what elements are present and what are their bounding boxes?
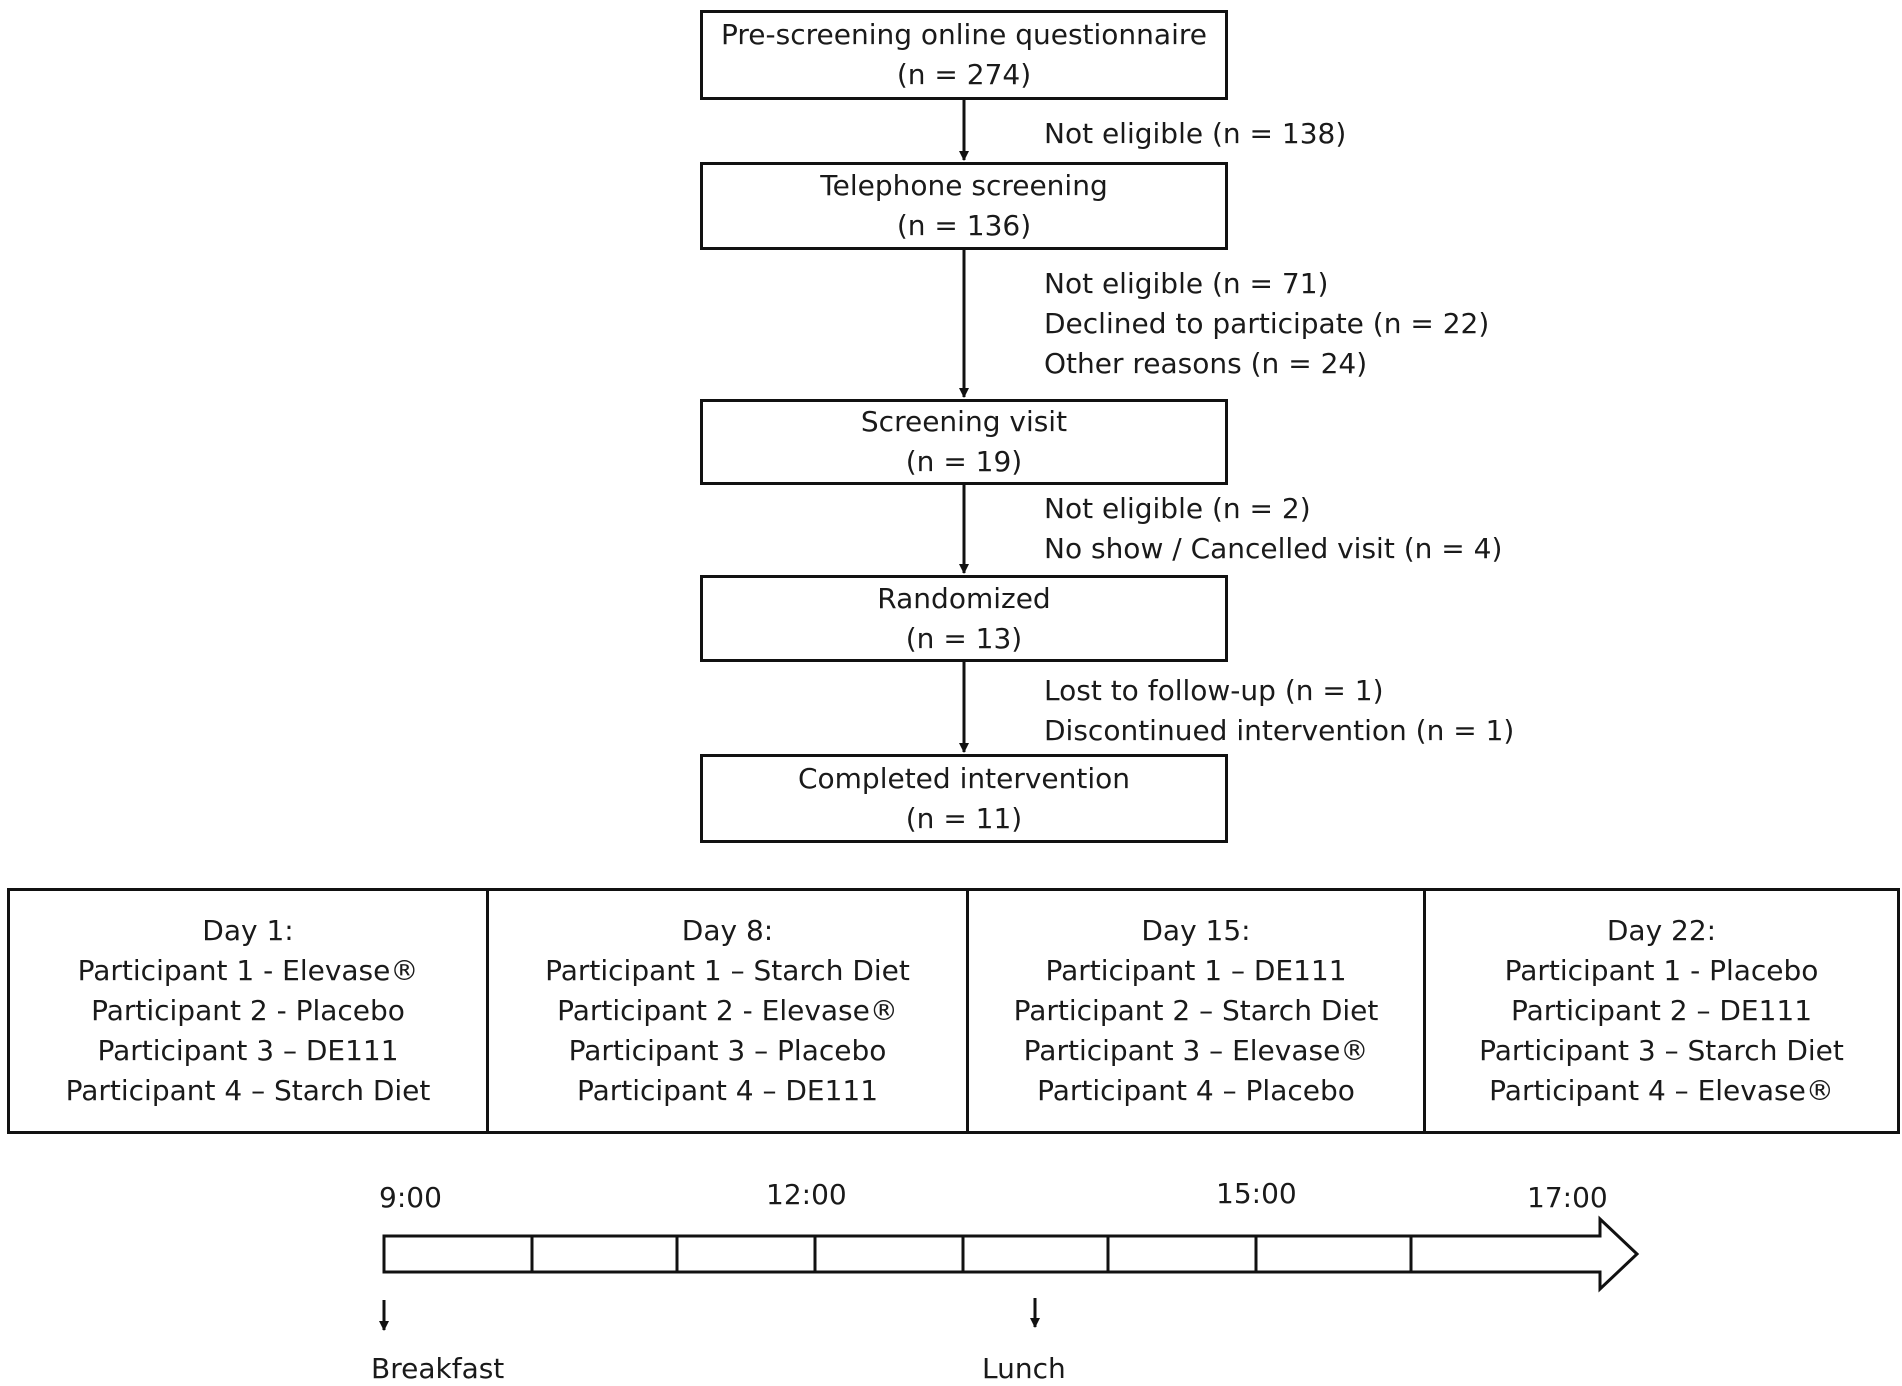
flow-box-randomized: Randomized (n = 13) [700, 575, 1228, 662]
exclusion-line: Not eligible (n = 71) [1044, 267, 1329, 300]
exclusion-line: Discontinued intervention (n = 1) [1044, 714, 1515, 747]
day-row: Participant 3 – Starch Diet [1479, 1034, 1844, 1067]
day-row: Participant 3 – Placebo [568, 1034, 887, 1067]
flow-box-count: (n = 19) [905, 445, 1023, 478]
day-row: Participant 3 – Elevase® [1023, 1034, 1369, 1067]
schedule-table: Day 1: Participant 1 - Elevase® Particip… [7, 888, 1900, 1134]
flow-box-title: Screening visit [860, 405, 1068, 438]
day-cell-4: Day 22: Participant 1 - Placebo Particip… [1426, 891, 1897, 1131]
exclusion-line: Not eligible (n = 2) [1044, 492, 1311, 525]
day-row: Participant 1 – DE111 [1045, 954, 1347, 987]
day-label: Day 22: [1606, 914, 1717, 947]
flow-box-telephone: Telephone screening (n = 136) [700, 162, 1228, 250]
timeline-arrow [382, 1215, 1640, 1293]
flow-box-completed: Completed intervention (n = 11) [700, 754, 1228, 843]
day-row: Participant 4 – Elevase® [1489, 1074, 1834, 1107]
day-row: Participant 4 – DE111 [576, 1074, 879, 1107]
day-row: Participant 2 - Elevase® [557, 994, 898, 1027]
time-label-1700: 17:00 [1527, 1181, 1608, 1214]
time-label-0900: 9:00 [379, 1181, 442, 1214]
day-row: Participant 2 – Starch Diet [1013, 994, 1379, 1027]
flow-box-count: (n = 13) [905, 621, 1023, 655]
day-label: Day 15: [1141, 914, 1251, 947]
day-label: Day 8: [681, 914, 774, 947]
event-label-breakfast: Breakfast [371, 1352, 505, 1385]
exclusion-line: Not eligible (n = 138) [1044, 117, 1347, 150]
flow-box-count: (n = 11) [905, 801, 1023, 835]
exclusion-line: Other reasons (n = 24) [1044, 347, 1368, 380]
day-row: Participant 1 - Placebo [1504, 954, 1819, 987]
flow-box-title: Completed intervention [797, 761, 1131, 795]
meal-arrows [379, 1298, 1040, 1331]
flow-box-count: (n = 274) [896, 58, 1032, 91]
flow-box-screening-visit: Screening visit (n = 19) [700, 399, 1228, 485]
exclusion-line: No show / Cancelled visit (n = 4) [1044, 532, 1503, 565]
flow-box-title: Telephone screening [820, 169, 1108, 202]
day-row: Participant 2 - Placebo [91, 994, 405, 1027]
exclusion-note-3: Not eligible (n = 2) No show / Cancelled… [1044, 489, 1502, 569]
event-label-lunch: Lunch [982, 1352, 1066, 1385]
day-row: Participant 4 – Placebo [1037, 1074, 1355, 1107]
time-label-1500: 15:00 [1216, 1177, 1297, 1210]
exclusion-line: Lost to follow-up (n = 1) [1044, 674, 1384, 707]
flow-box-count: (n = 136) [896, 209, 1032, 242]
exclusion-note-2: Not eligible (n = 71) Declined to partic… [1044, 264, 1489, 384]
exclusion-note-1: Not eligible (n = 138) [1044, 114, 1346, 154]
flow-box-title: Pre-screening online questionnaire [721, 18, 1207, 51]
day-row: Participant 1 - Elevase® [77, 954, 419, 987]
day-cell-1: Day 1: Participant 1 - Elevase® Particip… [10, 891, 489, 1131]
time-label-1200: 12:00 [766, 1178, 847, 1211]
flow-box-title: Randomized [877, 581, 1051, 615]
day-row: Participant 4 – Starch Diet [65, 1074, 431, 1107]
day-label: Day 1: [202, 914, 294, 947]
day-row: Participant 2 – DE111 [1510, 994, 1813, 1027]
flow-box-prescreening: Pre-screening online questionnaire (n = … [700, 10, 1228, 100]
day-cell-2: Day 8: Participant 1 – Starch Diet Parti… [489, 891, 969, 1131]
exclusion-line: Declined to participate (n = 22) [1044, 307, 1490, 340]
day-row: Participant 1 – Starch Diet [545, 954, 910, 987]
day-row: Participant 3 – DE111 [97, 1034, 399, 1067]
day-cell-3: Day 15: Participant 1 – DE111 Participan… [969, 891, 1426, 1131]
exclusion-note-4: Lost to follow-up (n = 1) Discontinued i… [1044, 671, 1514, 751]
timeline-arrow-body [382, 1215, 1640, 1293]
